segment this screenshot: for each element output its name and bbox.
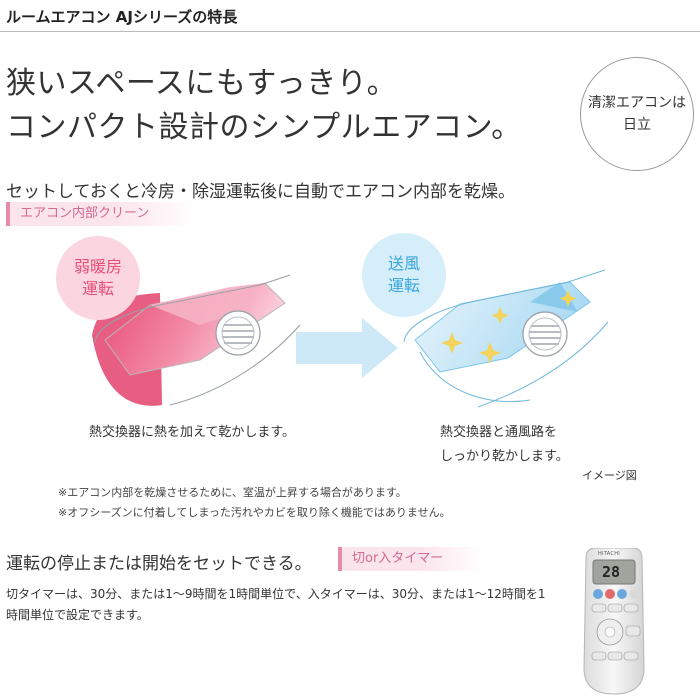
- process-arrow: [296, 318, 398, 378]
- step2-caption: 熱交換器と通風路を しっかり乾かします。: [440, 421, 569, 469]
- step1-caption: 熱交換器に熱を加えて乾かします。: [89, 425, 296, 440]
- remote-button-heat: [605, 589, 615, 599]
- fan-mode-badge: 送風 運転: [362, 233, 446, 317]
- fan-grille-fan: [522, 311, 568, 357]
- step2-caption-line-2: しっかり乾かします。: [440, 449, 569, 465]
- remote-button-row: [607, 651, 623, 661]
- heating-mode-line-1: 弱暖房: [73, 257, 122, 277]
- remote-display: [592, 559, 636, 585]
- remote-button-speed: [623, 603, 639, 613]
- aircon-outline-heat: [94, 274, 291, 344]
- brand-badge: 清潔エアコンは 日立: [580, 57, 694, 171]
- header-divider: [0, 31, 700, 32]
- aircon-outline-fan: [403, 269, 606, 343]
- remote-button-direction: [625, 625, 641, 637]
- headline-line-2: コンパクト設計のシンプルエアコン。: [6, 110, 522, 145]
- fan-aircon-illustration: [403, 269, 609, 408]
- sparkle-icon: [559, 290, 577, 307]
- remote-brand: HITACHI: [598, 551, 621, 557]
- aircon-top-heat: [150, 283, 265, 325]
- remote-button-stop: [607, 603, 623, 613]
- sparkle-icon: [491, 307, 509, 324]
- note-1: ※エアコン内部を乾燥させるために、室温が上昇する場合があります。: [58, 486, 407, 499]
- aircon-back-outline-fan: [477, 321, 609, 408]
- remote-button-row: [591, 651, 607, 661]
- fan-grille-heat: [215, 310, 261, 356]
- remote-button-cool: [593, 589, 603, 599]
- airflow-curve: [419, 351, 531, 403]
- sparkle-icon: [479, 342, 501, 364]
- timer-feature-title: 運転の停止または開始をセットできる。: [6, 554, 312, 574]
- remote-control-body: [583, 547, 645, 695]
- timer-feature-description: 切タイマーは、30分、または1〜9時間を1時間単位で、入タイマーは、30分、また…: [6, 587, 546, 622]
- fan-mode-line-2: 運転: [387, 276, 420, 295]
- heating-mode-line-2: 運転: [81, 279, 114, 298]
- image-label: イメージ図: [582, 469, 637, 482]
- badge-line-1: 清潔エアコンは: [588, 94, 686, 111]
- remote-button-dry: [629, 589, 639, 599]
- sparkle-icon: [441, 332, 463, 354]
- fan-mode-line-1: 送風: [387, 254, 420, 274]
- step2-caption-line-1: 熱交換器と通風路を: [440, 425, 558, 440]
- clean-feature-tag: エアコン内部クリーン: [6, 202, 196, 226]
- heating-aircon-illustration: [92, 274, 301, 406]
- remote-button-save: [591, 603, 607, 613]
- headline-line-1: 狭いスペースにもすっきり。: [6, 66, 398, 101]
- badge-line-2: 日立: [623, 117, 651, 133]
- remote-dpad-center: [604, 626, 616, 638]
- clean-feature-intro: セットしておくと冷房・除湿運転後に自動でエアコン内部を乾燥。: [6, 182, 515, 202]
- heating-mode-badge: 弱暖房 運転: [56, 236, 140, 320]
- remote-button-fan: [617, 589, 627, 599]
- remote-display-value: 28: [602, 563, 621, 581]
- remote-control: HITACHI 28: [580, 547, 648, 696]
- remote-button-row: [623, 651, 639, 661]
- note-2: ※オフシーズンに付着してしまった汚れやカビを取り除く機能ではありません。: [58, 506, 451, 519]
- aircon-top-fan: [530, 282, 578, 312]
- page-header-title: ルームエアコン AJシリーズの特長: [6, 8, 238, 26]
- timer-feature-tag: 切or入タイマー: [338, 547, 482, 571]
- aircon-back-outline-heat: [169, 324, 301, 406]
